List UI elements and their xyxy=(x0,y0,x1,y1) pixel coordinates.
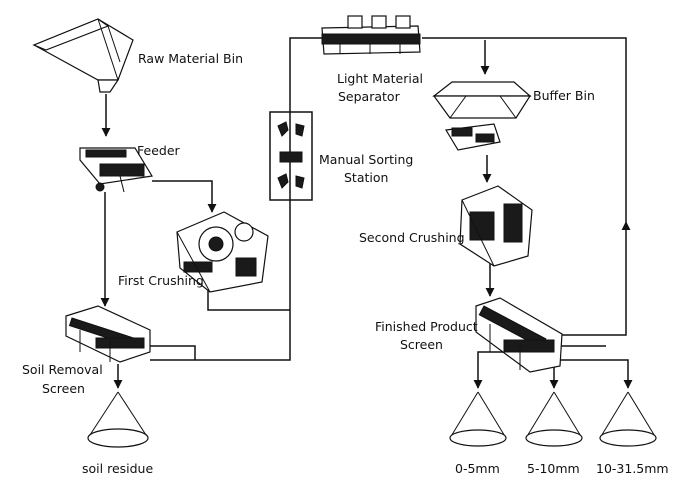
label-manual-sorting-line1: Manual Sorting xyxy=(319,152,413,167)
arrow-to-product-3 xyxy=(560,359,633,389)
label-raw-material-bin: Raw Material Bin xyxy=(138,51,243,66)
label-soil-removal-line1: Soil Removal xyxy=(22,362,103,377)
label-product-0-5: 0-5mm xyxy=(455,461,500,476)
soil-residue-cone-icon xyxy=(87,391,149,448)
manual-sorting-station-icon xyxy=(269,111,313,201)
buffer-feeder-icon xyxy=(445,123,501,151)
label-soil-residue: soil residue xyxy=(82,461,153,476)
label-light-separator-line1: Light Material xyxy=(337,71,423,86)
line-crusher-output xyxy=(207,282,290,311)
feeder-icon xyxy=(79,147,153,193)
first-crusher-icon xyxy=(176,211,269,293)
label-finished-screen-line1: Finished Product xyxy=(375,319,478,334)
product-cone-10-31-icon xyxy=(599,391,657,447)
line-return-loop-top xyxy=(422,37,627,222)
label-product-10-31: 10-31.5mm xyxy=(596,461,669,476)
raw-material-bin-icon xyxy=(32,18,134,93)
line-soil-screen-to-separator xyxy=(150,37,322,361)
label-buffer-bin: Buffer Bin xyxy=(533,88,595,103)
label-soil-removal-line2: Screen xyxy=(42,381,85,396)
label-product-5-10: 5-10mm xyxy=(527,461,580,476)
flow-connectors xyxy=(100,37,633,389)
second-crusher-icon xyxy=(459,185,533,267)
soil-removal-screen-icon xyxy=(65,305,151,363)
label-manual-sorting-line2: Station xyxy=(344,170,388,185)
product-cone-0-5-icon xyxy=(449,391,507,447)
label-second-crushing: Second Crushing xyxy=(359,230,465,245)
light-material-separator-icon xyxy=(321,15,421,55)
product-cone-5-10-icon xyxy=(525,391,583,447)
label-light-separator-line2: Separator xyxy=(338,89,401,104)
label-finished-screen-line2: Screen xyxy=(400,337,443,352)
arrow-return-loop xyxy=(560,221,631,336)
arrow-feeder-to-crusher xyxy=(152,180,217,213)
finished-product-screen-icon xyxy=(475,297,563,373)
buffer-bin-icon xyxy=(432,81,532,119)
line-soil-screen-out-1 xyxy=(150,345,196,360)
label-feeder: Feeder xyxy=(137,143,181,158)
label-first-crushing: First Crushing xyxy=(118,273,204,288)
